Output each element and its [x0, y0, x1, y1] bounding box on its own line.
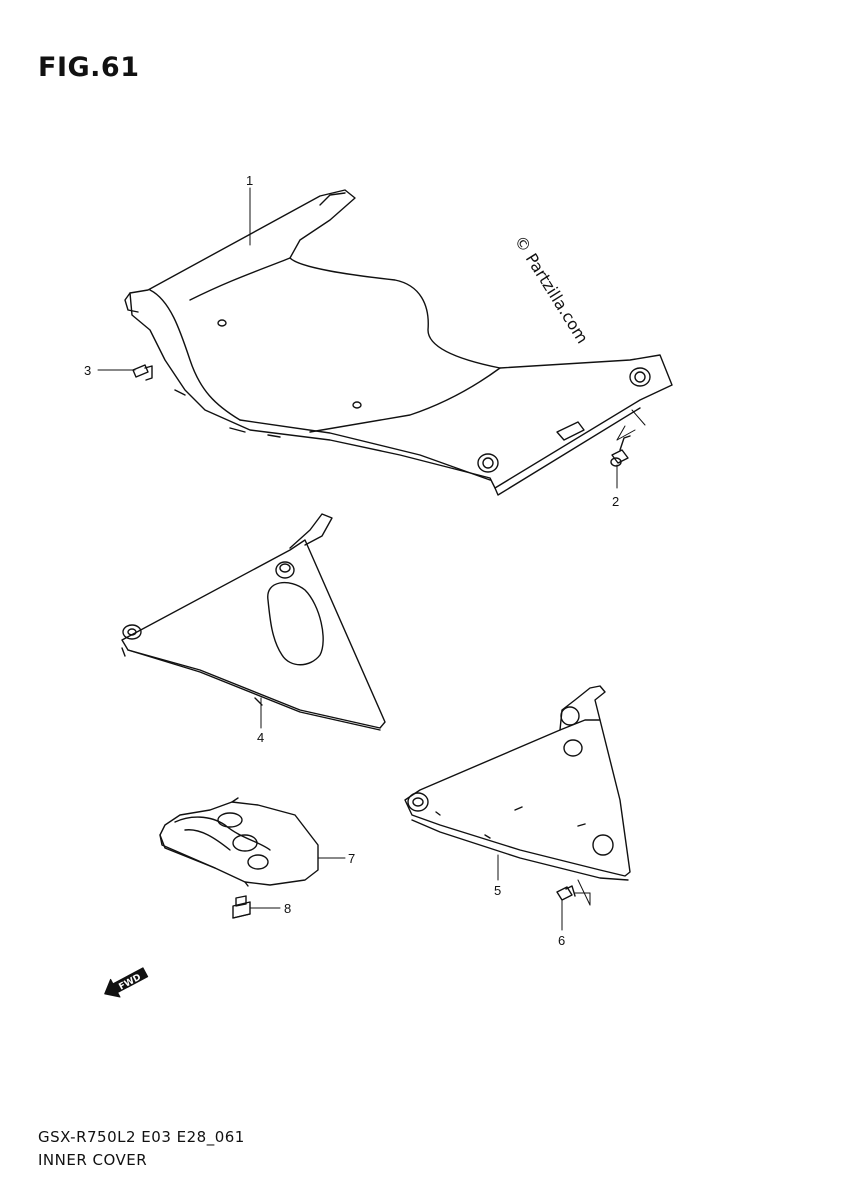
model-line: GSX-R750L2 E03 E28_061 [38, 1128, 245, 1146]
part-3-fastener [132, 364, 153, 381]
fwd-arrow-icon: FWD [104, 967, 149, 998]
part-8-bolt [232, 895, 251, 919]
callout-7: 7 [348, 851, 355, 866]
callout-3: 3 [84, 363, 91, 378]
part-1-inner-cover [124, 189, 673, 496]
callout-numbers: 1 2 3 4 5 6 7 8 [84, 173, 619, 948]
callout-4: 4 [257, 730, 264, 745]
part-5-triangle-cover [404, 685, 631, 881]
part-6-fastener [556, 885, 576, 901]
callout-6: 6 [558, 933, 565, 948]
callout-2: 2 [612, 494, 619, 509]
part-4-triangle-cover [121, 513, 386, 731]
leader-lines [97, 187, 646, 931]
part-2-fastener [610, 435, 631, 467]
section-name: INNER COVER [38, 1151, 148, 1169]
callout-8: 8 [284, 901, 291, 916]
figure-title: FIG.61 [38, 52, 140, 83]
part-7-small-cover [159, 797, 319, 887]
callout-1: 1 [246, 173, 253, 188]
watermark-text: © Partzilla.com [511, 232, 593, 347]
callout-5: 5 [494, 883, 501, 898]
